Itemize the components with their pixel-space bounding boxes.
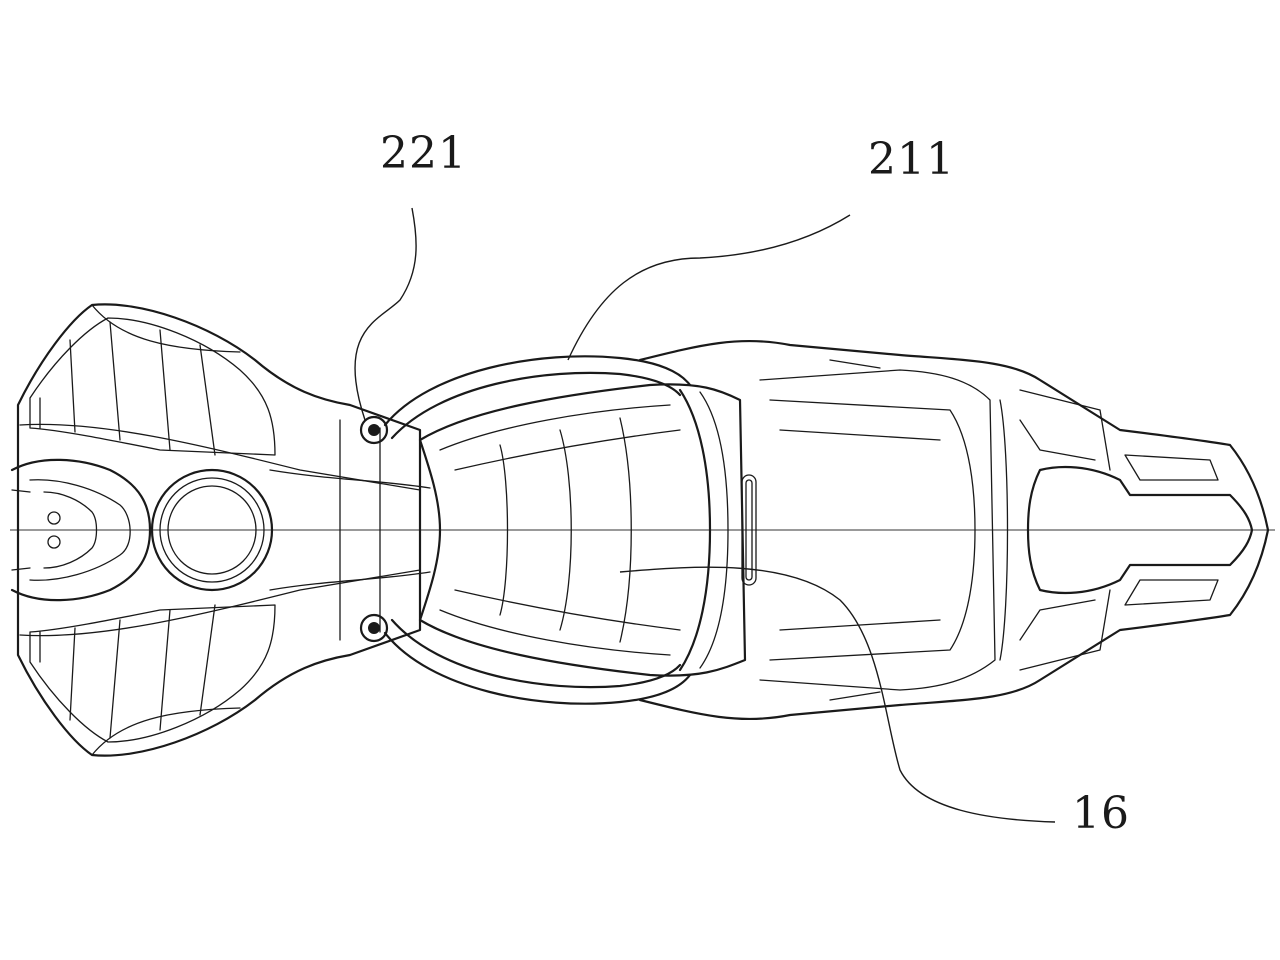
leader-16 — [619, 566, 1056, 823]
center-tunnel — [269, 419, 431, 641]
seat-bolts — [359, 415, 389, 643]
reference-numeral-16: 16 — [1072, 788, 1130, 839]
fuel-cap — [150, 468, 274, 592]
reference-numeral-221: 221 — [380, 128, 467, 179]
front-shield — [16, 303, 422, 757]
rear-body — [638, 339, 1270, 721]
reference-numeral-211: 211 — [868, 134, 955, 185]
seat — [418, 383, 757, 677]
leader-lines — [354, 207, 1056, 823]
leader-221 — [354, 207, 417, 421]
leader-211 — [567, 214, 851, 361]
headlight-cluster — [10, 458, 152, 602]
